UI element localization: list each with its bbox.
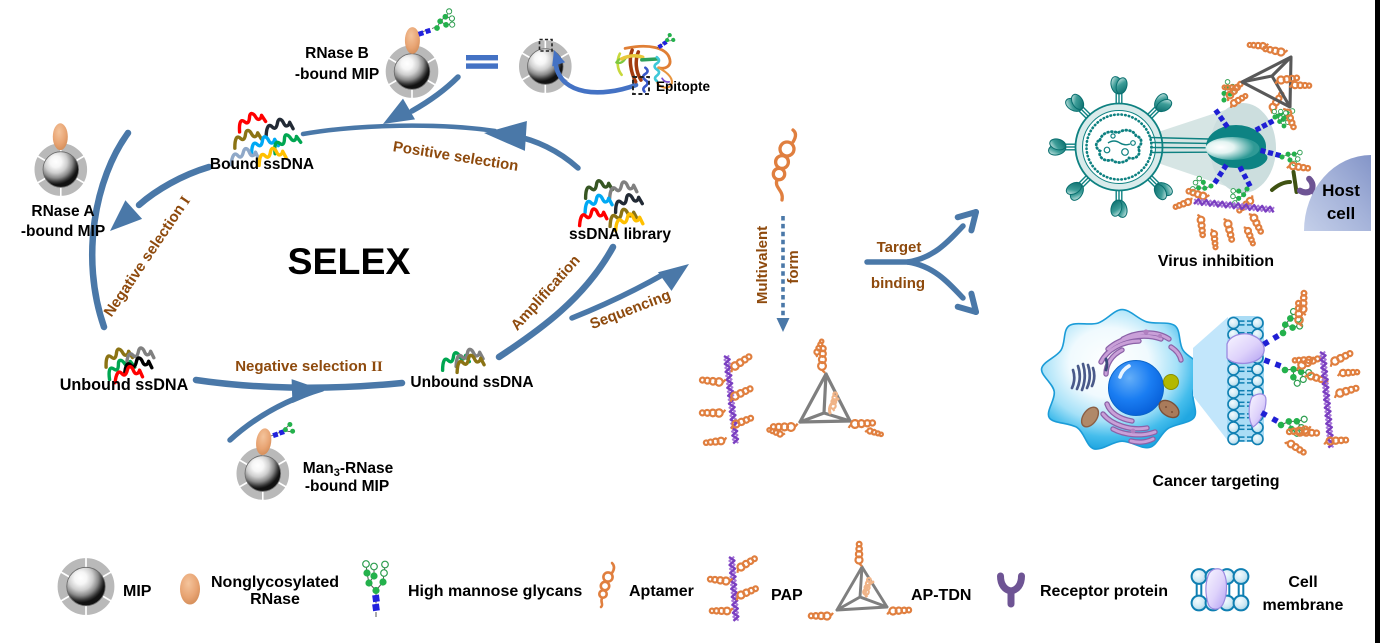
svg-text:RNase B: RNase B (305, 45, 369, 62)
svg-text:-bound MIP: -bound MIP (305, 478, 389, 495)
svg-text:Unbound ssDNA: Unbound ssDNA (410, 374, 533, 391)
svg-text:ssDNA library: ssDNA library (569, 226, 671, 243)
svg-text:Target: Target (877, 239, 922, 256)
svg-text:binding: binding (871, 275, 925, 292)
svg-text:Bound ssDNA: Bound ssDNA (210, 156, 314, 173)
svg-text:membrane: membrane (1263, 597, 1344, 614)
svg-text:cell: cell (1327, 204, 1355, 223)
svg-text:SELEX: SELEX (288, 240, 411, 282)
svg-text:Virus inhibition: Virus inhibition (1158, 253, 1274, 270)
svg-text:MIP: MIP (123, 583, 152, 600)
svg-text:Cancer targeting: Cancer targeting (1152, 473, 1279, 490)
svg-text:RNase A: RNase A (31, 203, 94, 220)
svg-text:-bound MIP: -bound MIP (295, 66, 379, 83)
svg-text:Multivalent: Multivalent (754, 226, 771, 304)
svg-text:-bound MIP: -bound MIP (21, 223, 105, 240)
svg-text:Nonglycosylated: Nonglycosylated (211, 574, 339, 591)
svg-text:AP-TDN: AP-TDN (911, 587, 971, 604)
svg-text:Epitopte: Epitopte (656, 79, 710, 94)
svg-text:Host: Host (1322, 181, 1360, 200)
svg-text:Receptor protein: Receptor protein (1040, 583, 1168, 600)
svg-text:Man3-RNase: Man3-RNase (303, 460, 394, 479)
svg-text:RNase: RNase (250, 591, 300, 608)
svg-text:High mannose glycans: High mannose glycans (408, 583, 582, 600)
svg-text:Negative selection II: Negative selection II (235, 358, 383, 375)
svg-text:Unbound ssDNA: Unbound ssDNA (60, 376, 189, 394)
svg-text:form: form (785, 250, 802, 283)
svg-text:PAP: PAP (771, 587, 803, 604)
svg-text:Cell: Cell (1288, 574, 1317, 591)
svg-text:Aptamer: Aptamer (629, 583, 694, 600)
